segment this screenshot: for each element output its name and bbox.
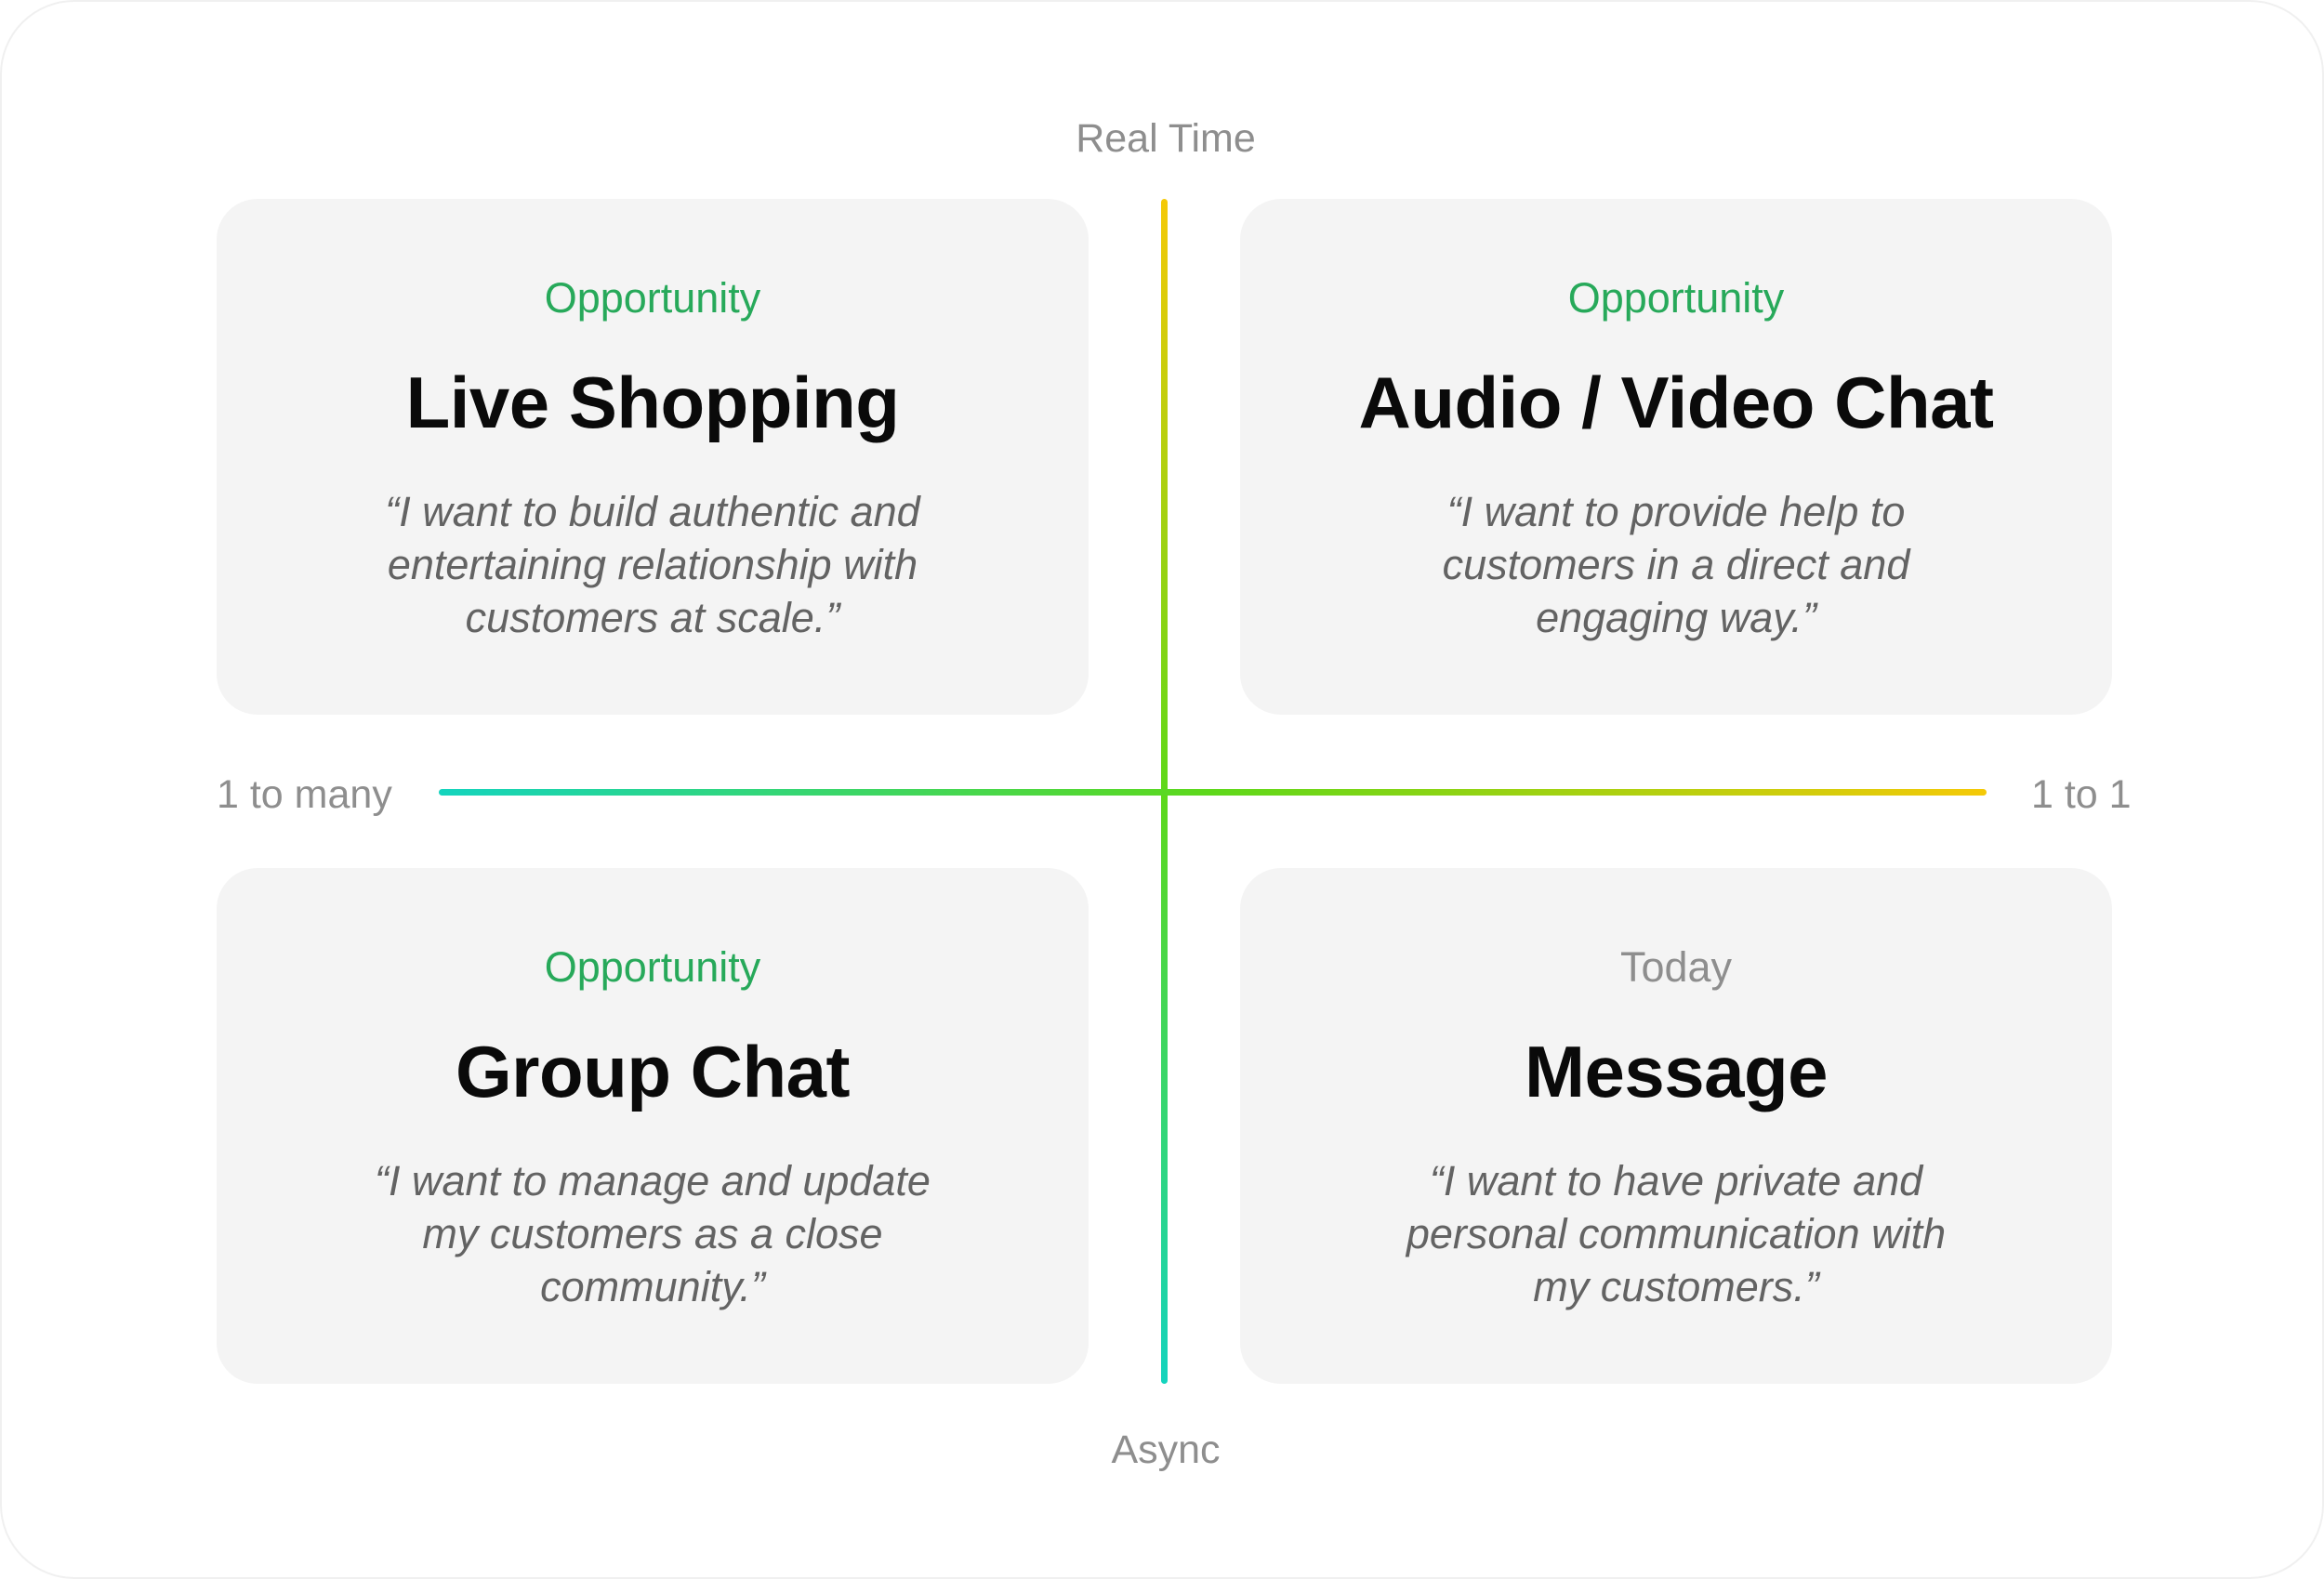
card-quote: “I want to have private and personal com…: [1406, 1157, 1947, 1310]
status-label: Today: [1619, 943, 1733, 991]
axis-label-one-to-many: 1 to many: [217, 772, 392, 817]
quadrant-card-live-shopping: Opportunity Live Shopping “I want to bui…: [217, 199, 1089, 715]
card-quote: “I want to build authentic and entertain…: [385, 488, 920, 641]
quadrant-card-group-chat: Opportunity Group Chat “I want to manage…: [217, 868, 1089, 1384]
quadrant-card-message: Today Message “I want to have private an…: [1240, 868, 2112, 1384]
status-label: Opportunity: [544, 943, 761, 991]
axis-label-async: Async: [1111, 1428, 1221, 1472]
quadrant-card-audio-video-chat: Opportunity Audio / Video Chat “I want t…: [1240, 199, 2112, 715]
card-title: Live Shopping: [405, 362, 900, 443]
card-title: Group Chat: [456, 1031, 850, 1112]
status-label: Opportunity: [544, 274, 761, 322]
axis-label-one-to-one: 1 to 1: [2031, 772, 2132, 817]
axis-label-real-time: Real Time: [1076, 116, 1256, 161]
horizontal-axis-line: [439, 789, 1987, 796]
card-quote: “I want to provide help to customers in …: [1442, 488, 1910, 641]
card-title: Audio / Video Chat: [1358, 362, 1994, 443]
card-title: Message: [1524, 1031, 1829, 1112]
status-label: Opportunity: [1567, 274, 1785, 322]
card-quote: “I want to manage and update my customer…: [375, 1157, 931, 1310]
